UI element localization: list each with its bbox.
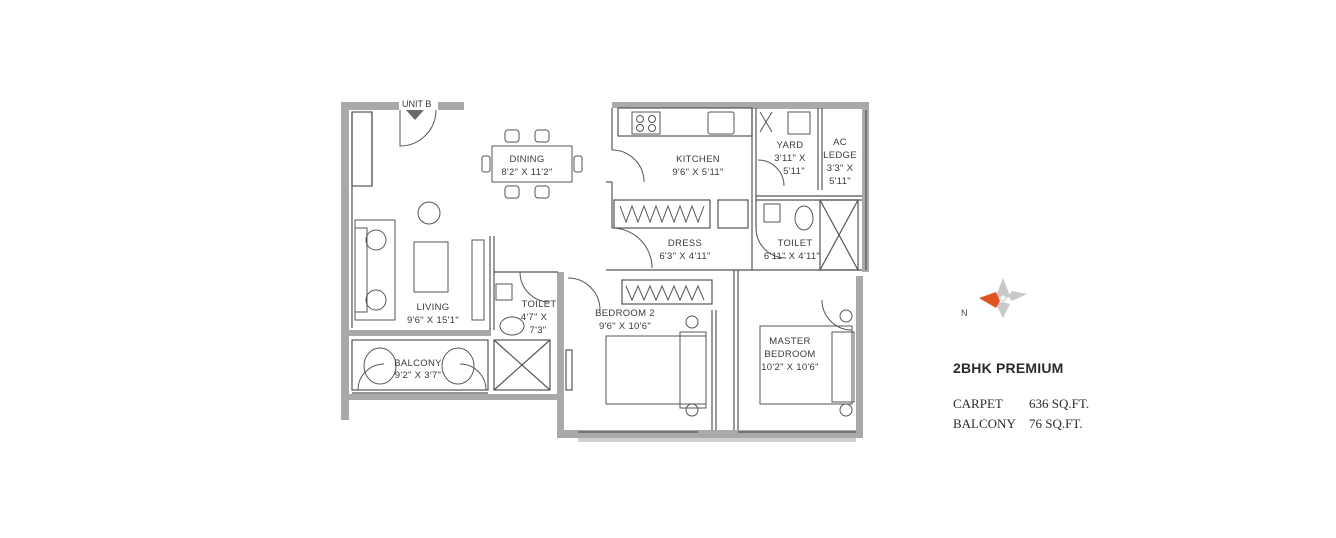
- living-sofa: [354, 219, 396, 321]
- common-toilet-size-line2: 7'3": [530, 325, 547, 336]
- master-bedroom-name-line1: MASTER: [769, 336, 810, 347]
- dining-table: [481, 129, 583, 199]
- master-toilet-size: 6'11" X 4'11": [764, 251, 820, 262]
- inner-walls: [351, 107, 867, 433]
- pouf: [417, 201, 441, 225]
- north-label: N: [961, 308, 968, 318]
- common-toilet-size-line1: 4'7" X: [521, 312, 548, 323]
- balcony-size: 9'2" X 3'7": [395, 370, 441, 381]
- dress-size: 6'3" X 4'11": [659, 251, 710, 262]
- ac-ledge-name-line2: LEDGE: [823, 150, 857, 161]
- wardrobe-hatch: [619, 111, 773, 302]
- doors: [357, 109, 853, 391]
- wc: [794, 205, 814, 231]
- bedroom2-bed: [605, 315, 707, 417]
- unit-label: UNIT B: [402, 99, 431, 109]
- unit-marker-icon: [406, 110, 424, 120]
- carpet-label: CARPET: [953, 396, 1003, 411]
- balcony-chair: [363, 347, 397, 385]
- yard-size-line1: 3'11" X: [774, 153, 806, 164]
- tv-unit: [471, 239, 485, 321]
- compass-icon: [979, 278, 1027, 318]
- ac-ledge-name-line1: AC: [833, 137, 847, 148]
- kitchen-hob: [631, 111, 661, 135]
- balcony-chair: [441, 347, 475, 385]
- balcony-area-row: BALCONY 76 SQ.FT.: [953, 416, 1083, 432]
- wash-basin: [495, 283, 513, 301]
- dining-size: 8'2" X 11'2": [501, 167, 552, 178]
- dress-name: DRESS: [668, 238, 702, 249]
- kitchen-size: 9'6" X 5'11": [672, 167, 723, 178]
- carpet-value: 636 SQ.FT.: [1029, 396, 1090, 411]
- yard-size-line2: 5'11": [783, 166, 805, 177]
- balcony-area-label: BALCONY: [953, 416, 1016, 431]
- master-bed: [759, 309, 855, 417]
- wash-basin: [763, 203, 781, 223]
- master-toilet-name: TOILET: [778, 238, 813, 249]
- living-name: LIVING: [417, 302, 450, 313]
- balcony-area-value: 76 SQ.FT.: [1029, 416, 1083, 431]
- yard-name: YARD: [777, 140, 804, 151]
- coffee-table: [413, 241, 449, 293]
- yard-sink: [787, 111, 811, 135]
- bedroom2-name: BEDROOM 2: [595, 308, 655, 319]
- carpet-area-row: CARPET 636 SQ.FT.: [953, 396, 1089, 412]
- master-bedroom-name-line2: BEDROOM: [764, 349, 815, 360]
- ac-ledge-size-line2: 5'11": [829, 176, 851, 187]
- kitchen-sink: [707, 111, 735, 135]
- wc: [499, 316, 525, 336]
- master-bedroom-size: 10'2" X 10'6": [761, 362, 819, 373]
- dining-name: DINING: [509, 154, 544, 165]
- common-toilet-name: TOILET: [522, 299, 557, 310]
- bedroom2-size: 9'6" X 10'6": [599, 321, 651, 332]
- living-size: 9'6" X 15'1": [407, 315, 459, 326]
- furniture: [354, 111, 855, 417]
- unit-type-title: 2BHK PREMIUM: [953, 360, 1064, 376]
- balcony-name: BALCONY: [394, 358, 442, 369]
- kitchen-name: KITCHEN: [676, 154, 720, 165]
- ac-ledge-size-line1: 3'3" X: [827, 163, 854, 174]
